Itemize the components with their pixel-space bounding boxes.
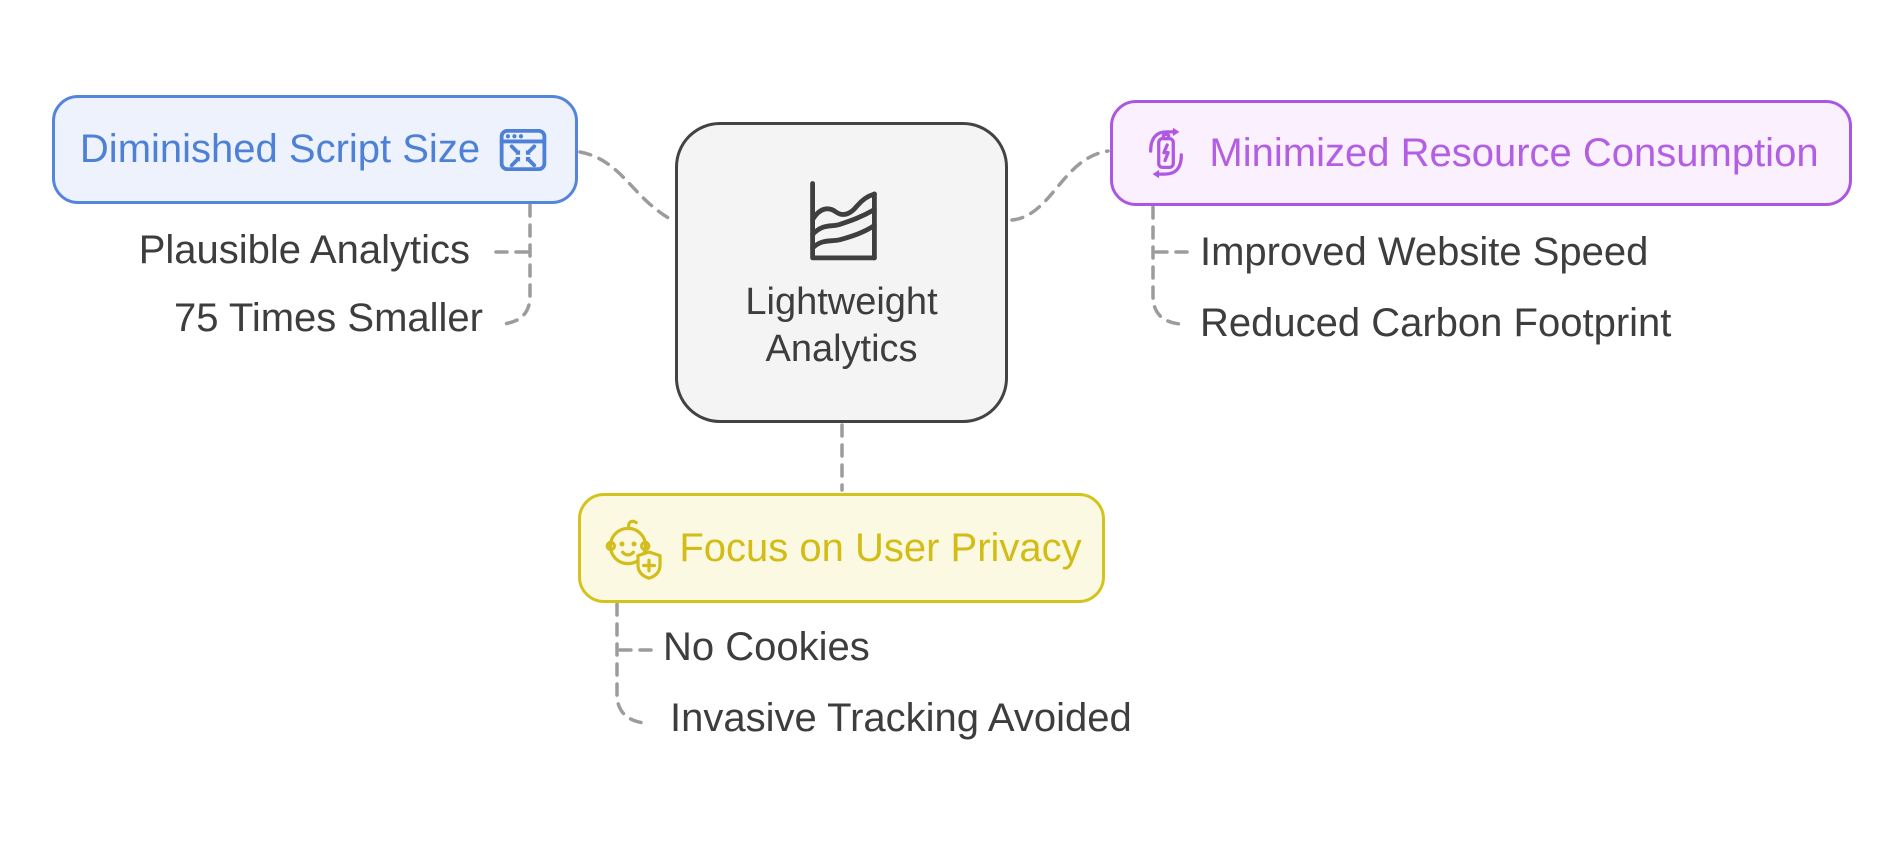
- branch-label: Diminished Script Size: [79, 127, 481, 171]
- child-label-improved-website-speed[interactable]: Improved Website Speed: [1200, 230, 1649, 274]
- connector-center-to-purple: [1010, 149, 1110, 222]
- central-node-label-line1: Lightweight: [745, 280, 938, 323]
- central-node-label-line2: Analytics: [765, 327, 918, 370]
- central-node[interactable]: Lightweight Analytics: [675, 122, 1008, 423]
- child-label-plausible-analytics[interactable]: Plausible Analytics: [138, 228, 470, 272]
- child-label-75-times-smaller[interactable]: 75 Times Smaller: [174, 296, 483, 340]
- child-label-reduced-carbon-footprint[interactable]: Reduced Carbon Footprint: [1200, 301, 1672, 345]
- compress-window-icon: [499, 128, 547, 171]
- child-label-invasive-tracking-avoided[interactable]: Invasive Tracking Avoided: [670, 696, 1132, 740]
- connector-blue-to-center: [578, 150, 674, 222]
- connector-blue-children: [501, 203, 532, 326]
- branch-label: Focus on User Privacy: [679, 525, 1082, 570]
- central-node-label: Lightweight Analytics: [745, 279, 937, 373]
- baby-shield-icon: [605, 519, 662, 580]
- branch-node-minimized-resource-consumption[interactable]: Minimized Resource Consumption: [1110, 100, 1852, 206]
- child-label-no-cookies[interactable]: No Cookies: [663, 625, 870, 669]
- battery-recycle-icon: [1149, 127, 1184, 179]
- connector-yellow-children: [615, 602, 646, 725]
- branch-label: Minimized Resource Consumption: [1209, 130, 1819, 175]
- branch-node-diminished-script-size[interactable]: Diminished Script Size: [52, 95, 578, 204]
- connector-purple-children: [1151, 205, 1182, 326]
- area-chart-icon: [809, 180, 877, 260]
- branch-node-focus-on-user-privacy[interactable]: Focus on User Privacy: [578, 493, 1105, 603]
